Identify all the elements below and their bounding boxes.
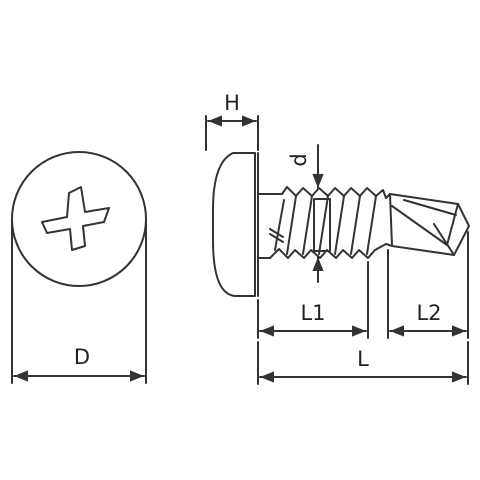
phillips-cross-icon (41, 186, 110, 251)
dimension-d-diameter (11, 218, 147, 384)
label-d-diameter: D (74, 345, 90, 369)
label-l-total-length: L (357, 347, 369, 371)
label-d-thread-depth: d (287, 153, 311, 166)
dimension-l-total-length (257, 341, 469, 385)
head-top-view (11, 151, 147, 287)
dimension-h-head-height (205, 115, 259, 151)
label-h-head-height: H (224, 91, 240, 115)
dimension-l2-drill-point-length (387, 231, 469, 339)
drill-point (385, 193, 470, 256)
thread-shank (281, 186, 387, 199)
head-circle (11, 151, 147, 287)
label-l2-drill-point-length: L2 (416, 301, 441, 325)
pan-head (212, 152, 256, 297)
screw-side-view (212, 152, 470, 297)
dimension-l1-thread-length (257, 261, 369, 339)
label-l1-thread-length: L1 (300, 301, 325, 325)
